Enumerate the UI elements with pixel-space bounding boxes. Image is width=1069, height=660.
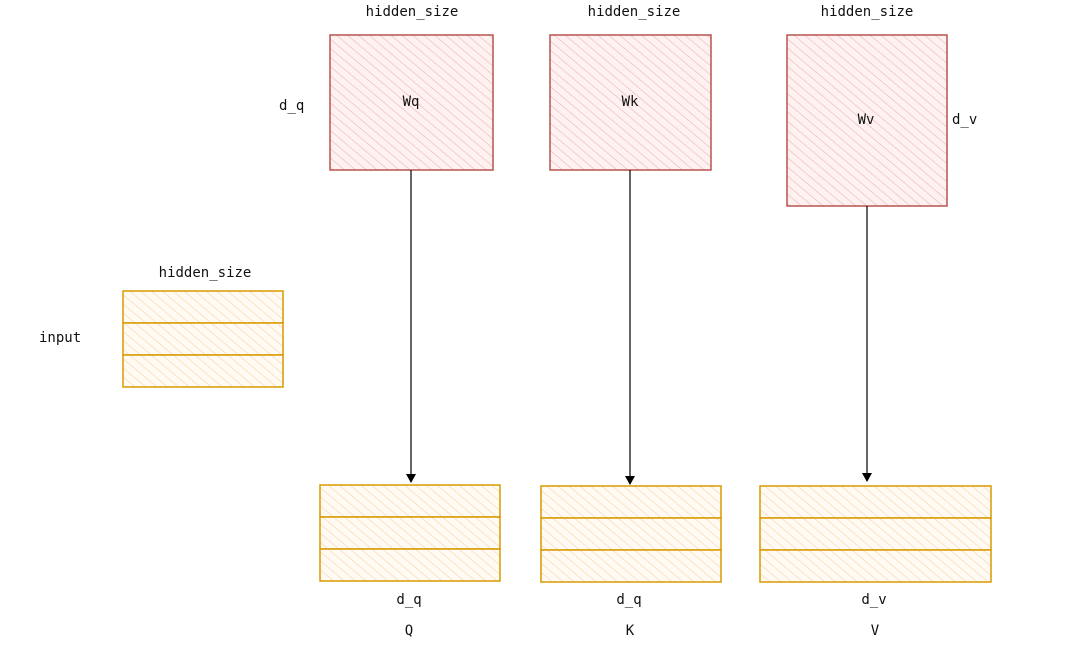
q-width-label: d_q: [396, 592, 422, 608]
wk-width-label: hidden_size: [587, 4, 681, 20]
wq-width-label: hidden_size: [365, 4, 459, 20]
k-name: K: [625, 623, 635, 639]
input-width-label: hidden_size: [158, 265, 252, 281]
weight-matrix-wk: [549, 34, 712, 171]
weight-matrix-wq: [329, 34, 494, 171]
output-matrix-k: [540, 485, 722, 583]
wq-name: Wq: [402, 94, 420, 110]
wq-side-label: d_q: [279, 98, 305, 114]
wv-width-label: hidden_size: [820, 4, 914, 20]
input-matrix: [122, 290, 284, 388]
wv-side-label: d_v: [952, 112, 978, 128]
v-name: V: [870, 623, 880, 639]
output-matrix-q: [319, 484, 501, 582]
input-name: input: [39, 330, 82, 346]
v-width-label: d_v: [861, 592, 887, 608]
k-width-label: d_q: [616, 592, 642, 608]
wv-name: Wv: [857, 112, 875, 128]
wk-name: Wk: [621, 94, 639, 110]
weight-matrix-wv: [786, 34, 948, 207]
output-matrix-v: [759, 485, 992, 583]
q-name: Q: [404, 623, 414, 639]
